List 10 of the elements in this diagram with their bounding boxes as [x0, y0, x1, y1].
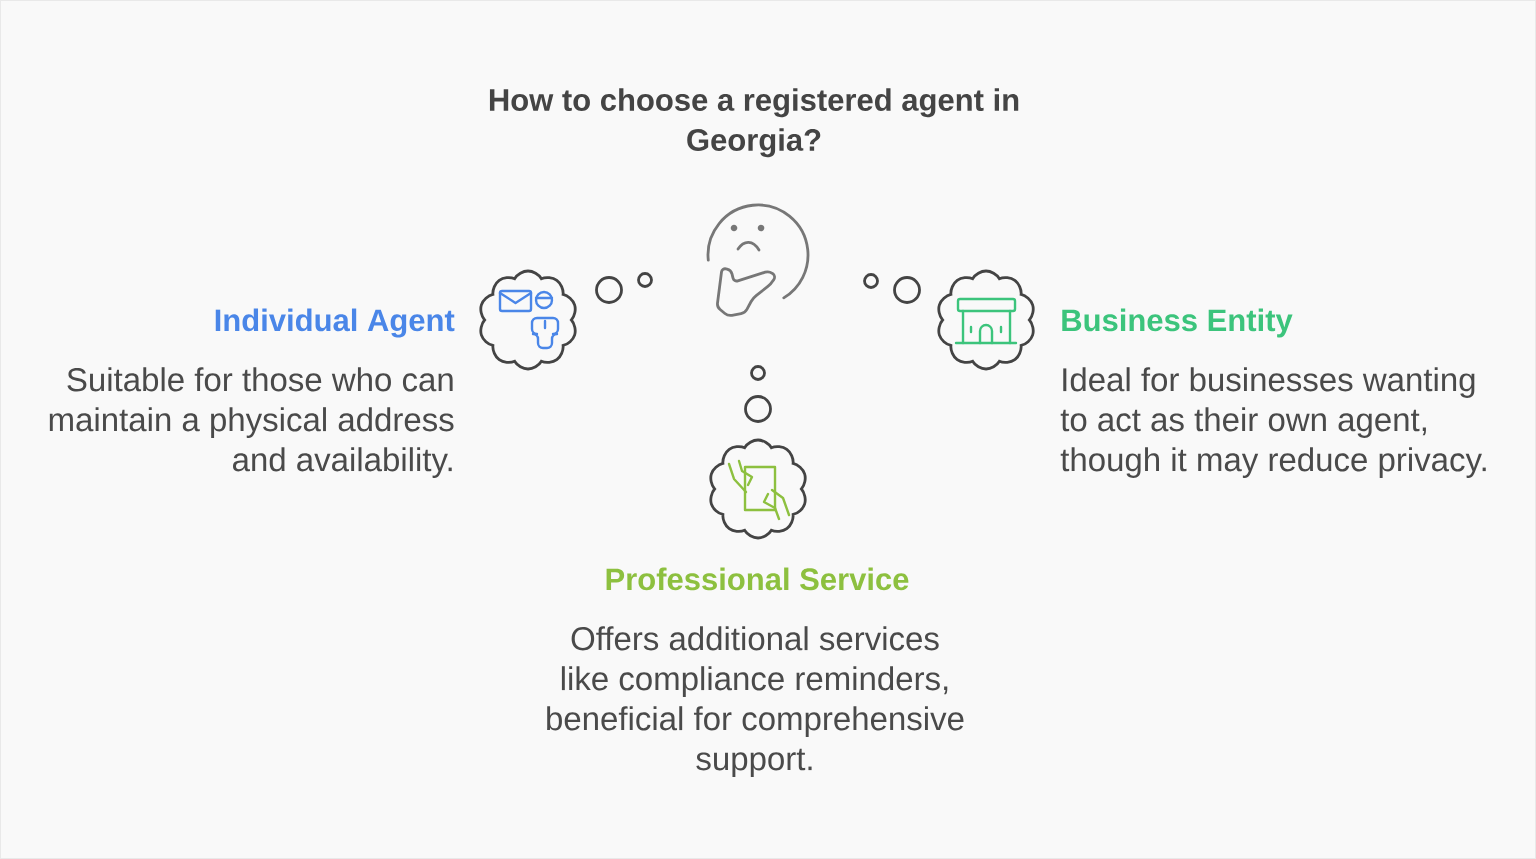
heading: Business Entity: [1062, 308, 1293, 338]
thought-cloud: [937, 269, 1035, 371]
thought-cloud: [479, 269, 577, 371]
description: Offers additional services like compliance reminders, beneficial for comprehensive support.: [547, 626, 964, 777]
heading: Individual Agent: [215, 308, 455, 338]
heading: Professional Service: [606, 567, 909, 591]
thought-cloud: [709, 438, 807, 540]
title: How to choose a registered agent in Georgia?: [489, 88, 1019, 158]
description: Ideal for businesses wanting to act as their own agent, though it may reduce privacy.: [1060, 367, 1486, 478]
description: Suitable for those who can maintain a physical address and availability.: [49, 367, 454, 478]
